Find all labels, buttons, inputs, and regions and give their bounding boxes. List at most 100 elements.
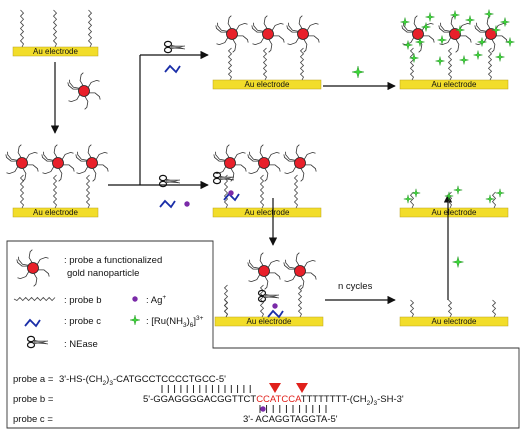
probe-a-arm <box>27 164 39 172</box>
electrode-bar <box>399 79 509 90</box>
probe-a-arm <box>308 35 320 43</box>
probe-a-arm <box>300 276 305 290</box>
probe-a-arm <box>61 151 74 160</box>
ru-star <box>484 9 494 19</box>
probe-a-arm <box>97 164 109 172</box>
probe-c-strand-bound <box>223 192 240 202</box>
probe-a-arm <box>87 79 100 88</box>
probe-a-arm <box>28 249 33 263</box>
probe-a-arm <box>17 144 22 158</box>
probe-a-arm <box>77 151 88 161</box>
probe-a-arm <box>5 154 17 162</box>
probe-a-arm <box>17 271 30 280</box>
au-electrode: Au electrode <box>12 207 99 218</box>
probe-a-arm <box>95 151 108 160</box>
probe-a-arm <box>460 35 472 43</box>
probe-a-arm <box>284 274 297 283</box>
ag-ion <box>184 201 190 207</box>
ru-star <box>403 40 413 50</box>
probe-a-arm <box>233 151 246 160</box>
probe-a-arm <box>248 166 261 175</box>
scissors-handle <box>212 177 222 185</box>
probe-a-arm <box>259 144 264 158</box>
ru-star <box>495 188 505 198</box>
ru-star <box>477 37 487 47</box>
bound-nanoparticle <box>75 144 109 182</box>
scissors-handle <box>158 180 168 188</box>
probe-a-label: probe a = <box>13 374 54 385</box>
ru-star <box>491 25 501 35</box>
scissors-handle <box>163 46 173 54</box>
au-electrode: Au electrode <box>399 79 509 90</box>
probe-b-strand <box>409 47 415 81</box>
probe-a-arm <box>215 25 227 33</box>
nanoparticle-core <box>27 262 39 274</box>
probe-b-sequence: 5'-GGAGGGGACGGTTCTCCATCCATTTTTTTT-(CH2)3… <box>143 394 404 407</box>
probe-a-arm <box>253 22 264 32</box>
electrode-bar <box>212 207 322 218</box>
scissors-handle <box>26 341 36 349</box>
bound-nanoparticle <box>5 144 39 182</box>
cleavage-site-marker <box>296 383 308 393</box>
probe-a-arm <box>413 15 418 29</box>
probe-a-arm <box>283 154 295 162</box>
probe-a-arm <box>42 166 55 175</box>
bound-nanoparticle <box>474 15 508 53</box>
probe-b-strand <box>85 174 91 209</box>
ru-star <box>411 188 421 198</box>
electrode-label: Au electrode <box>33 47 78 56</box>
scissors-handle <box>26 335 36 343</box>
probe-b-strand <box>19 174 25 209</box>
au-electrode: Au electrode <box>12 46 99 57</box>
electrode-label: Au electrode <box>432 208 477 217</box>
probe-a-arm <box>295 252 300 266</box>
nanoparticle-core <box>297 28 309 40</box>
scissors-blade <box>165 179 181 184</box>
legend-probe-c-icon <box>24 318 41 328</box>
scissors-handle <box>212 171 222 179</box>
ru-star <box>505 37 515 47</box>
ru-star <box>500 17 510 27</box>
probe-a-arm <box>496 35 508 43</box>
scissors-handle <box>257 289 267 297</box>
electrode-bar <box>12 207 99 218</box>
cleaved-probe-b <box>491 191 497 209</box>
probe-a-arm <box>450 15 455 29</box>
legend-box <box>6 240 520 429</box>
probe-a-arm <box>259 252 264 266</box>
probe-b-strand <box>297 284 303 318</box>
nanoparticle-core <box>258 157 270 169</box>
ag-mismatch-marker <box>260 406 266 412</box>
legend-probe-b-icon <box>13 296 56 302</box>
legend-probe-a-text: : probe a functionalized <box>64 255 162 266</box>
probe-a-arm <box>305 164 317 172</box>
probe-a-arm <box>217 22 228 32</box>
ru-star <box>400 17 410 27</box>
ru-star <box>403 194 413 204</box>
probe-a-arm <box>79 72 84 86</box>
probe-a-arm <box>33 273 38 287</box>
probe-a-arm <box>249 151 260 161</box>
ru-star <box>409 53 419 63</box>
probe-a-arm <box>283 262 295 270</box>
cut-probe-b <box>223 299 229 318</box>
probe-a-arm <box>303 151 316 160</box>
probe-a-arm <box>263 15 268 29</box>
probe-c-label: probe c = <box>13 414 53 425</box>
free-nanoparticle <box>67 72 101 110</box>
probe-c-sequence: 3'- ACAGGTAGGTA-5' <box>243 414 338 425</box>
probe-a-arm <box>25 151 38 160</box>
legend-ag-icon <box>132 296 138 302</box>
legend-ru-star-icon <box>129 314 141 326</box>
legend-probe-b-text: : probe b <box>64 295 102 306</box>
electrode-bar <box>12 46 99 57</box>
electrode-label: Au electrode <box>247 317 292 326</box>
probe-a-arm <box>455 39 460 53</box>
ag-ion-bound <box>272 303 278 309</box>
probe-a-arm <box>216 37 229 46</box>
probe-a-arm <box>439 37 452 46</box>
probe-b-strand <box>447 47 453 81</box>
nease-scissors <box>158 174 181 188</box>
probe-b-strand <box>19 9 25 48</box>
